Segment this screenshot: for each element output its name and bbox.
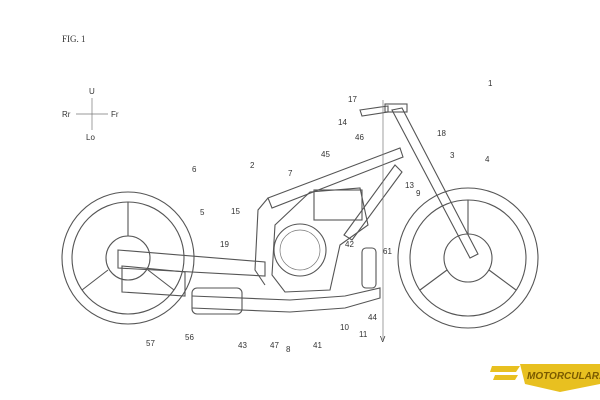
rear-wheel bbox=[61, 191, 195, 325]
ref-11: 11 bbox=[359, 330, 368, 339]
ref-15: 15 bbox=[231, 207, 240, 216]
frame bbox=[254, 103, 479, 286]
ref-17: 17 bbox=[348, 95, 357, 104]
ref-18: 18 bbox=[437, 129, 446, 138]
ref-1: 1 bbox=[488, 79, 493, 88]
ref-43: 43 bbox=[238, 341, 247, 350]
watermark-logo: MOTORCULAR.I bbox=[490, 364, 600, 392]
ref-6: 6 bbox=[192, 165, 197, 174]
figure-title: FIG. 1 bbox=[62, 34, 86, 44]
direction-rear: Rr bbox=[62, 110, 71, 119]
ref-46: 46 bbox=[355, 133, 364, 142]
ref-41: 41 bbox=[313, 341, 322, 350]
ref-61: 61 bbox=[383, 247, 392, 256]
ref-13: 13 bbox=[405, 181, 414, 190]
direction-indicator: U Lo Rr Fr bbox=[62, 87, 119, 142]
ref-45: 45 bbox=[321, 150, 330, 159]
ref-4: 4 bbox=[485, 155, 490, 164]
ref-5: 5 bbox=[200, 208, 205, 217]
ref-2: 2 bbox=[250, 161, 255, 170]
ref-19: 19 bbox=[220, 240, 229, 249]
ref-8: 8 bbox=[286, 345, 291, 354]
swingarm bbox=[117, 249, 266, 277]
ref-44: 44 bbox=[368, 313, 377, 322]
ref-47: 47 bbox=[270, 341, 279, 350]
exhaust bbox=[121, 265, 381, 315]
watermark-text: MOTORCULAR.I bbox=[527, 371, 600, 382]
ref-57: 57 bbox=[146, 339, 155, 348]
direction-front: Fr bbox=[111, 110, 119, 119]
ref-9: 9 bbox=[416, 189, 421, 198]
ref-10: 10 bbox=[340, 323, 349, 332]
front-wheel bbox=[397, 187, 539, 329]
engine bbox=[271, 187, 377, 293]
direction-down: Lo bbox=[86, 133, 95, 142]
ref-7: 7 bbox=[288, 169, 293, 178]
ref-42: 42 bbox=[345, 240, 354, 249]
ref-3: 3 bbox=[450, 151, 455, 160]
reference-numerals: 1 2 3 4 5 6 7 8 9 10 11 13 14 15 17 18 1… bbox=[146, 79, 493, 354]
direction-up: U bbox=[89, 87, 95, 96]
ref-56: 56 bbox=[185, 333, 194, 342]
ref-V: V bbox=[380, 335, 386, 344]
ref-14: 14 bbox=[338, 118, 347, 127]
